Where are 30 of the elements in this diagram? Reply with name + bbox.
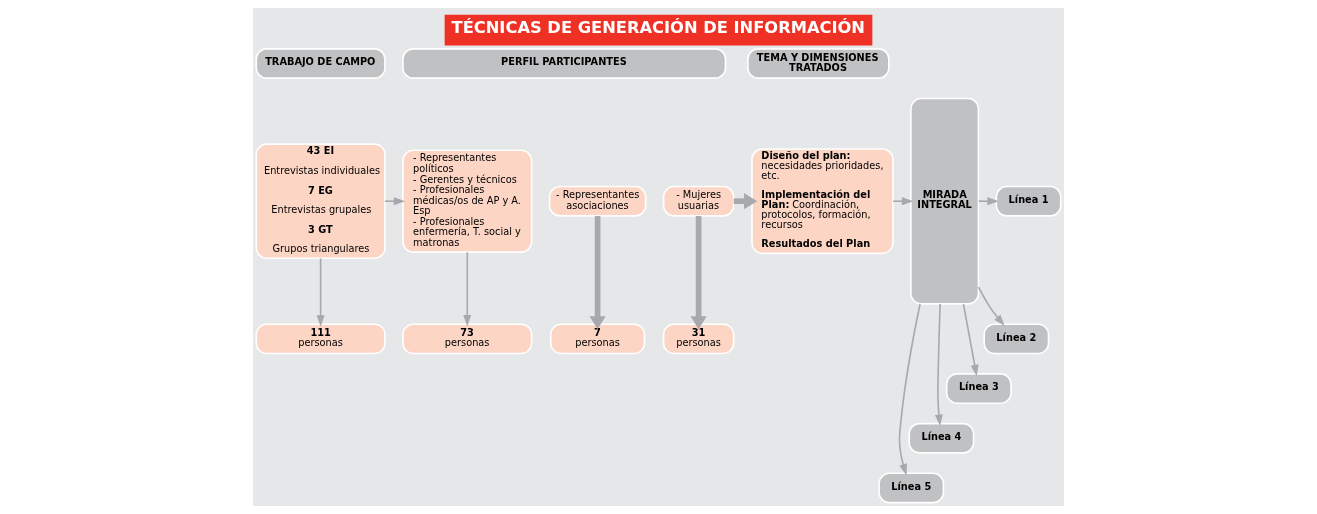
arrow <box>892 197 914 206</box>
node-box: - Representantes políticos - Gerentes y técnicos - Profesionales médicas/os de AP y A. Esp - Profesionales enfermería, T. social y matronas <box>402 149 533 253</box>
node-box: Línea 5 <box>878 472 945 504</box>
node-box: TEMA Y DIMENSIONES TRATADOS <box>747 48 890 79</box>
node-box: 7 personas <box>549 323 646 355</box>
node-box: - Representantes asociaciones <box>548 185 647 217</box>
arrow <box>690 216 707 330</box>
arrow <box>316 257 325 327</box>
arrow <box>384 197 406 206</box>
node-box: MIRADA INTEGRAL <box>910 97 980 305</box>
node-box: - Mujeres usuarias <box>662 185 735 217</box>
arrow <box>934 303 943 426</box>
node-box: TRABAJO DE CAMPO <box>255 48 386 79</box>
arrow <box>977 286 1005 326</box>
arrow <box>977 197 999 206</box>
node-box: 73 personas <box>402 323 533 355</box>
node-box: Línea 2 <box>983 323 1050 355</box>
node-box: Diseño del plan: necesidades prioridades, etc. Implementación del Plan: Coordinación, protocolos, formación, recursos Resultados del Plan <box>751 148 894 255</box>
node-box: Línea 4 <box>908 422 975 454</box>
arrow <box>962 303 979 377</box>
node-box: PERFIL PARTICIPANTES <box>402 48 727 79</box>
node-box: Línea 3 <box>945 373 1012 405</box>
node-box: Línea 1 <box>995 185 1062 217</box>
diagram-title: TÉCNICAS DE GENERACIÓN DE INFORMACIÓN <box>451 18 865 38</box>
node-box: 111 personas <box>255 323 386 355</box>
arrow <box>589 216 606 330</box>
node-box: 31 personas <box>662 323 735 355</box>
arrow <box>463 251 472 327</box>
arrow <box>898 303 921 476</box>
node-box: 43 EI Entrevistas individuales 7 EG Entrevistas grupales 3 GT Grupos triangulares <box>255 143 386 260</box>
